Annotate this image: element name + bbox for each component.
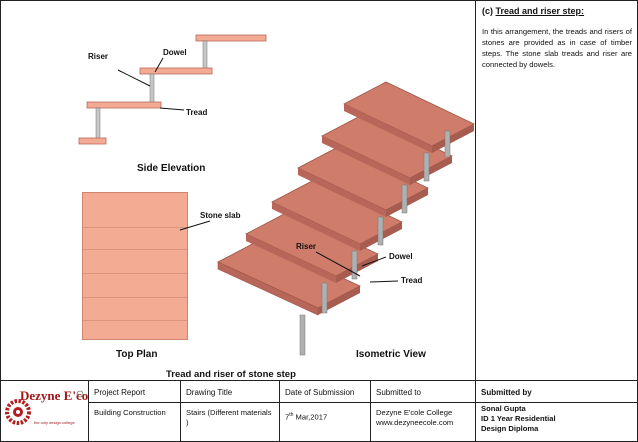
submitted-to-line-2: www.dezyneecole.com [376, 417, 454, 427]
logo-tagline: the only design college [34, 420, 75, 425]
dezyne-ecole-logo: Dezyne E'cole the only design college [5, 388, 88, 425]
label-riser-side: Riser [88, 52, 109, 61]
submitted-by-line-1: Sonal Gupta [481, 404, 526, 413]
footer-col-2 [180, 380, 181, 442]
label-stone-slab: Stone slab [200, 211, 241, 220]
caption-isometric-view: Isometric View [356, 349, 426, 360]
logo-text: Dezyne E'cole [20, 388, 88, 403]
date-suffix: th [289, 412, 294, 418]
side-elevation-drawing [78, 34, 267, 145]
value-project-report: Building Construction [94, 408, 166, 417]
leader-tread [159, 107, 185, 111]
divider-footer [0, 380, 638, 381]
plan-seam [83, 320, 187, 321]
footer-col-1 [88, 380, 89, 442]
tread-lower [86, 101, 162, 109]
description-body: In this arrangement, the treads and rise… [482, 27, 632, 69]
footer-col-5 [475, 380, 476, 442]
logo-wheel-icon [5, 399, 31, 425]
submitted-by-line-3: Design Diploma [481, 423, 539, 433]
stone-slab-leader [179, 220, 211, 231]
tread-top [195, 34, 267, 42]
header-drawing-title: Drawing Title [186, 388, 233, 397]
isometric-view-drawing [217, 81, 475, 356]
value-drawing-title: Stairs (Different materials ) [186, 408, 272, 427]
footer-col-3 [279, 380, 280, 442]
description-title-text: Tread and riser step: [495, 6, 585, 16]
label-tread-iso: Tread [401, 276, 423, 285]
tread-middle [139, 67, 213, 75]
description-panel: (c) Tread and riser step: In this arrang… [476, 0, 638, 380]
header-submitted-by: Submitted by [481, 388, 532, 397]
leader-riser-iso [315, 251, 361, 277]
tread-bottom [78, 137, 107, 145]
submitted-to-line-1: Dezyne E'cole College [376, 408, 453, 417]
date-rest: Mar,2017 [293, 412, 328, 422]
value-date-of-submission: 7th Mar,2017 [285, 412, 327, 422]
description-title-prefix: (c) [482, 6, 493, 16]
value-submitted-to: Dezyne E'cole College www.dezyneecole.co… [376, 408, 453, 428]
plan-seam [83, 249, 187, 250]
leader-riser [117, 69, 151, 87]
leader-dowel [154, 57, 164, 73]
label-riser-iso: Riser [296, 242, 317, 251]
label-dowel-side: Dowel [163, 48, 187, 57]
header-submitted-to: Submitted to [376, 388, 421, 397]
label-tread-side: Tread [186, 108, 208, 117]
iso-steps [217, 81, 475, 356]
top-plan-drawing [82, 192, 188, 340]
drawing-caption: Tread and riser of stone step [166, 369, 296, 380]
header-date-of-submission: Date of Submission [285, 388, 355, 397]
divider-footer-header [88, 402, 638, 403]
leader-tread-iso [369, 280, 399, 283]
plan-seam [83, 227, 187, 228]
caption-side-elevation: Side Elevation [137, 163, 206, 174]
date-day: 7 [285, 412, 290, 422]
description-title: (c) Tread and riser step: [482, 6, 584, 16]
caption-top-plan: Top Plan [116, 349, 158, 360]
divider-right-panel [475, 0, 476, 380]
value-submitted-by: Sonal Gupta ID 1 Year Residential Design… [481, 404, 556, 434]
plan-seam [83, 297, 187, 298]
submitted-by-line-2: ID 1 Year Residential [481, 413, 556, 423]
leader-dowel-iso [361, 256, 387, 267]
header-project-report: Project Report [94, 388, 146, 397]
footer-col-4 [370, 380, 371, 442]
label-dowel-iso: Dowel [389, 252, 413, 261]
plan-seam [83, 273, 187, 274]
